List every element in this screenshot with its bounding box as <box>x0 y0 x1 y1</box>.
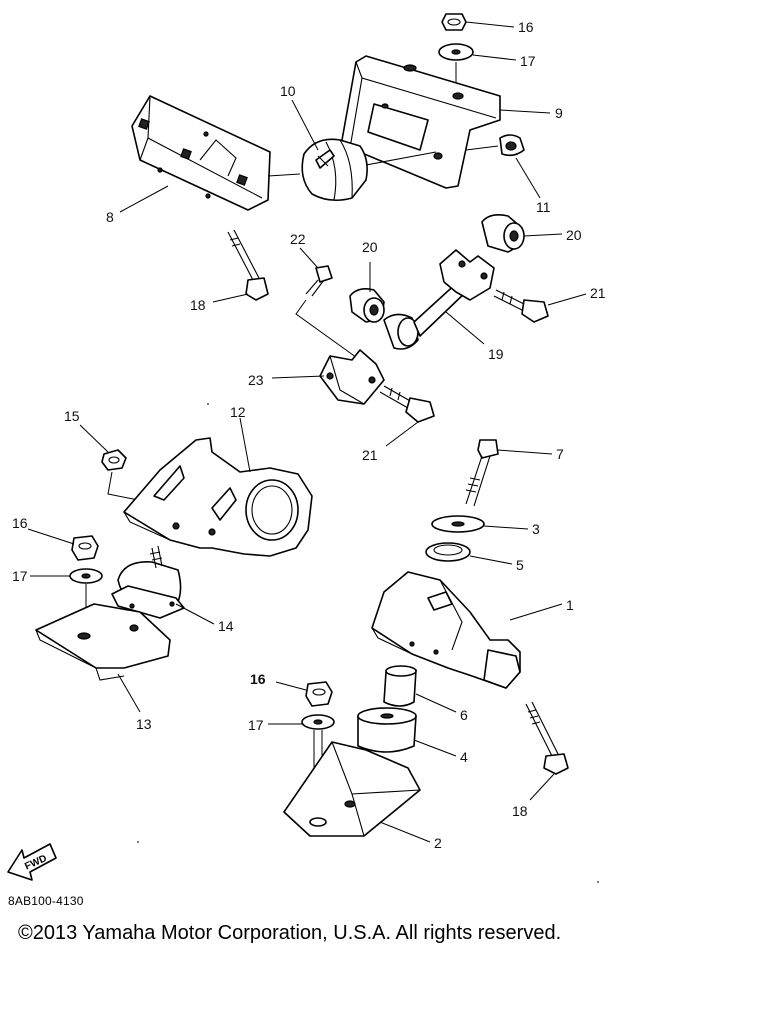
copyright-notice: ©2013 Yamaha Motor Corporation, U.S.A. A… <box>18 922 562 944</box>
label-6: 6 <box>460 707 468 723</box>
label-15: 15 <box>64 408 80 424</box>
label-21-right: 21 <box>590 285 606 301</box>
diagram-code: 8AB100-4130 <box>8 894 84 908</box>
parts-diagram: 16 17 9 11 10 <box>7 13 606 883</box>
label-11: 11 <box>536 199 551 215</box>
bushing-11 <box>499 134 525 157</box>
bracket-9 <box>341 55 501 189</box>
label-2: 2 <box>434 835 442 851</box>
fwd-arrow-icon: FWD <box>7 843 57 881</box>
label-19: 19 <box>488 346 504 362</box>
bracket-1 <box>371 571 521 689</box>
label-21-lower: 21 <box>362 447 378 463</box>
nut-15 <box>101 449 127 471</box>
label-1: 1 <box>566 597 574 613</box>
bolt-18-upper <box>227 229 269 301</box>
mount-10 <box>301 138 437 202</box>
bolt-7 <box>465 439 499 507</box>
label-17-left: 17 <box>12 568 28 584</box>
bracket-8 <box>131 95 301 211</box>
bracket-plate-12 <box>123 437 313 557</box>
label-7: 7 <box>556 446 564 462</box>
label-16-center: 16 <box>250 671 266 687</box>
rod-19 <box>383 249 495 350</box>
label-4: 4 <box>460 749 468 765</box>
label-18-lower: 18 <box>512 803 528 819</box>
bushing-20-left <box>349 288 385 323</box>
label-14: 14 <box>218 618 234 634</box>
label-16-left: 16 <box>12 515 28 531</box>
bushing-6 <box>383 665 417 707</box>
nut-16-left <box>71 535 99 561</box>
label-18-upper: 18 <box>190 297 206 313</box>
nut-16-top <box>441 13 467 31</box>
bracket-23 <box>319 349 385 405</box>
bracket-13 <box>35 603 171 681</box>
nut-16-center <box>305 681 333 707</box>
label-23: 23 <box>248 372 264 388</box>
label-17-center: 17 <box>248 717 264 733</box>
washer-5 <box>425 542 471 562</box>
label-20-left: 20 <box>362 239 378 255</box>
bushing-4 <box>357 707 417 753</box>
label-13: 13 <box>136 716 152 732</box>
bracket-2 <box>283 741 421 837</box>
label-17-top: 17 <box>520 53 536 69</box>
washer-17-left <box>69 568 103 584</box>
washer-17-top <box>438 43 474 61</box>
washer-3 <box>431 515 485 533</box>
label-3: 3 <box>532 521 540 537</box>
bushing-20-right <box>481 214 525 253</box>
label-5: 5 <box>516 557 524 573</box>
bolt-21-lower <box>379 385 435 423</box>
label-20-right: 20 <box>566 227 582 243</box>
bolt-21-right <box>493 289 549 323</box>
label-22: 22 <box>290 231 306 247</box>
bolt-18-lower <box>525 701 569 775</box>
label-9: 9 <box>555 105 563 121</box>
washer-17-center <box>301 714 335 730</box>
label-12: 12 <box>230 404 246 420</box>
label-16-top: 16 <box>518 19 534 35</box>
mount-14 <box>111 545 185 619</box>
label-8: 8 <box>106 209 114 225</box>
bolt-22 <box>305 265 333 297</box>
label-10: 10 <box>280 83 296 99</box>
